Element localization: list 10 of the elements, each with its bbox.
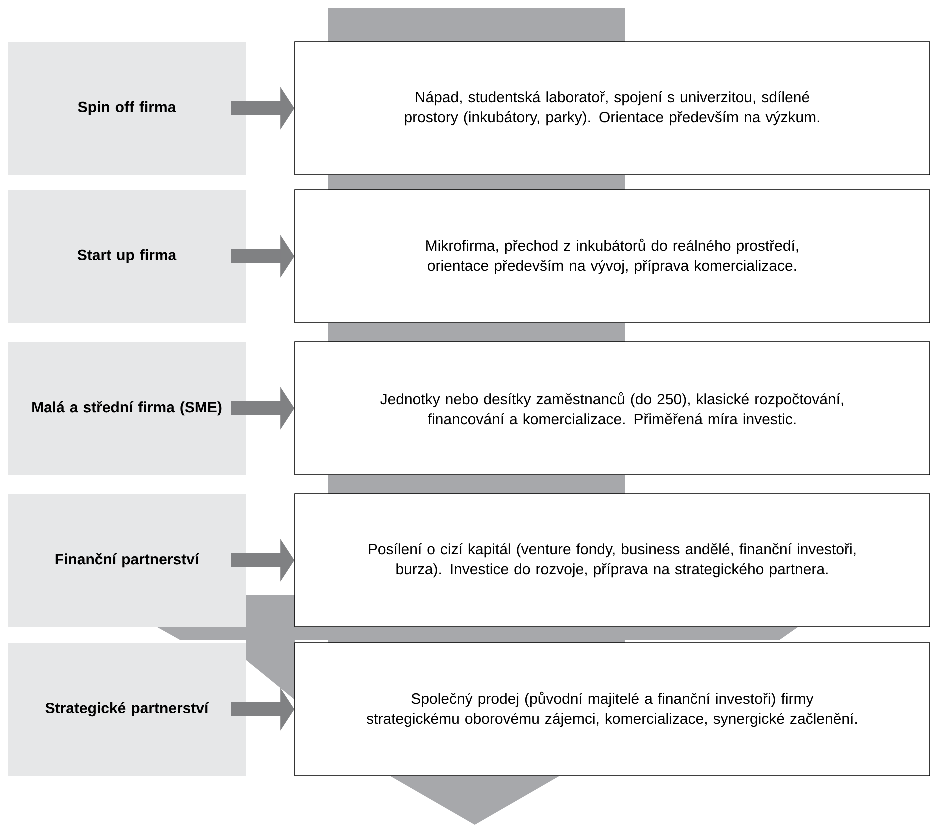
stage-box: Start up firma <box>8 190 246 323</box>
stage-box: Malá a střední firma (SME) <box>8 342 246 475</box>
stage-box: Strategické partnerství <box>8 643 246 776</box>
description-box: Mikrofirma, přechod z inkubátorů do reálného prostředí, orientace především na vývoj, příprava komercializace. <box>294 190 930 324</box>
description-box: Jednotky nebo desítky zaměstnanců (do 250), klasické rozpočtování, financování a komercializace. Přiměřená míra investic. <box>294 342 930 476</box>
stage-box: Spin off firma <box>8 42 246 175</box>
stage-box: Finanční partnerství <box>8 494 246 627</box>
description-box: Posílení o cizí kapitál (venture fondy, business andělé, finanční investoři, burza). Investice do rozvoje, příprava na strategického partnera. <box>294 494 930 628</box>
description-box: Společný prodej (původní majitelé a finanční investoři) firmy strategickému oborovému zájemci, komercializace, synergické začlenění. <box>294 642 930 776</box>
description-box: Nápad, studentská laboratoř, spojení s univerzitou, sdílené prostory (inkubátory, parky). Orientace především na výzkum. <box>294 42 930 176</box>
